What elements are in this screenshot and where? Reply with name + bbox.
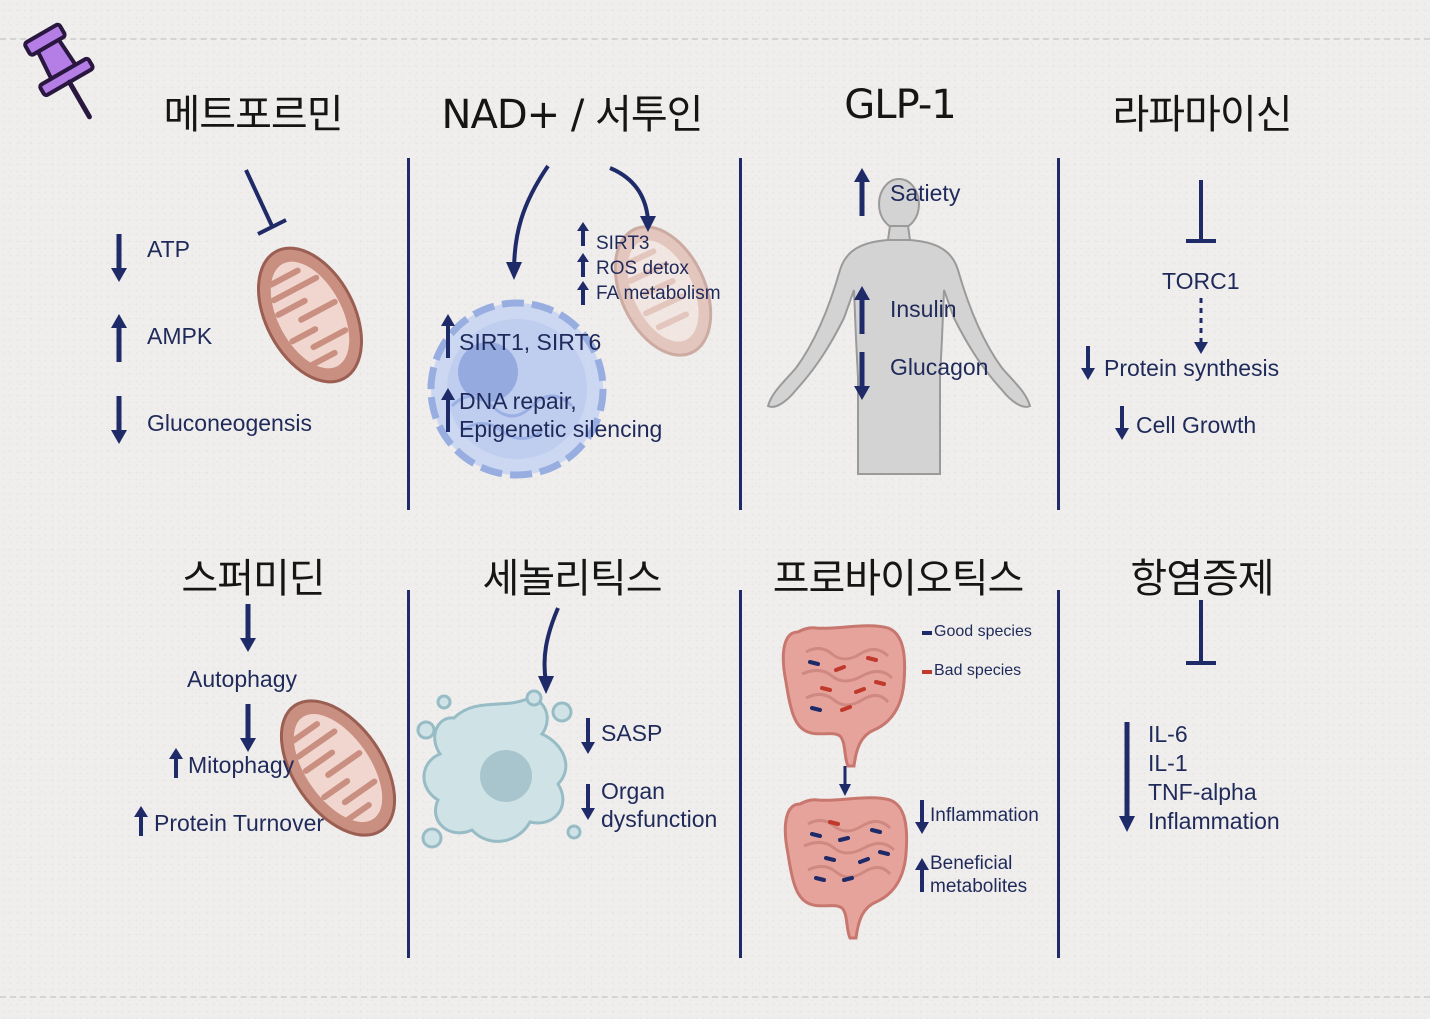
curved-arrow-to-cell [538,607,560,694]
spermidine-autophagy: Autophagy [187,666,297,692]
curved-arrow-to-mitochondrion [609,166,656,232]
mitochondrion-illustration [279,699,397,837]
rapamycin-protein-synthesis: Protein synthesis [1104,355,1280,381]
down-arrow-icon [915,800,929,834]
nucleus-illustration [427,299,607,479]
probiotics-metabolites: metabolites [930,876,1028,897]
nad-epigenetic-silencing: Epigenetic silencing [459,416,663,442]
title-metformin: 메트포르민 [163,92,344,138]
probiotics-inflammation: Inflammation [930,805,1039,826]
title-antiinflammatory: 항염증제 [1130,556,1274,602]
down-arrow-icon [111,396,127,444]
mitochondrion-faded-illustration [613,225,713,357]
pushpin-icon [23,22,95,120]
nad-sirt1-sirt6: SIRT1, SIRT6 [459,329,602,355]
glp1-insulin: Insulin [890,296,957,322]
bad-species-marker [922,670,932,674]
glp1-satiety: Satiety [890,180,961,206]
up-arrow-icon [915,858,929,892]
nad-ros-detox: ROS detox [596,258,689,279]
nad-sirt3: SIRT3 [596,233,650,254]
title-rapamycin: 라파마이신 [1112,92,1293,138]
divider-1-top [407,158,410,510]
antiinflammatory-inflammation: Inflammation [1148,808,1280,834]
divider-1-bottom [407,590,410,958]
down-arrow-icon [240,604,256,652]
probiotics-beneficial: Beneficial [930,853,1013,874]
human-body-illustration [766,178,1032,475]
inhibition-arrow-icon [1186,600,1216,665]
dashed-arrow-icon [1194,298,1208,354]
nad-fa-metabolism: FA metabolism [596,283,721,304]
title-nad-sirtuin: NAD+ / 서투인 [441,92,704,138]
senolytics-dysfunction: dysfunction [601,806,718,832]
metformin-gluconeogenesis: Gluconeogensis [147,410,312,436]
legend-bad-species: Bad species [934,662,1022,679]
senolytics-sasp: SASP [601,720,663,746]
gut-before-illustration [781,624,907,768]
down-arrow-icon [1119,722,1135,832]
divider-3-top [1057,158,1060,510]
divider-2-top [739,158,742,510]
down-arrow-icon [581,718,595,754]
down-arrow-icon [240,704,256,752]
glp1-glucagon: Glucagon [890,354,989,380]
up-arrow-icon [111,314,127,362]
antiinflammatory-il1: IL-1 [1148,750,1188,776]
bottom-guide-line [0,996,1430,998]
antiinflammatory-il6: IL-6 [1148,721,1188,747]
inhibition-arrow-icon [1186,180,1216,243]
good-species-marker [922,631,932,635]
metformin-atp: ATP [147,236,191,262]
spermidine-mitophagy: Mitophagy [188,752,295,778]
inhibition-arrow-icon [244,169,287,236]
down-arrow-icon [1081,346,1095,380]
metformin-ampk: AMPK [147,323,213,349]
up-arrow-icon [134,806,148,836]
antiinflammatory-tnf-alpha: TNF-alpha [1148,779,1257,805]
legend-good-species: Good species [934,623,1032,640]
down-arrow-icon [111,234,127,282]
up-arrow-icon [577,222,589,246]
gut-after-illustration [783,796,909,940]
curved-arrow-to-nucleus [506,164,550,280]
rapamycin-cell-growth: Cell Growth [1136,412,1257,438]
down-arrow-icon [581,784,595,820]
down-arrow-icon [1115,406,1129,440]
up-arrow-icon [441,388,455,432]
down-arrow-icon [839,766,851,796]
up-arrow-icon [577,281,589,305]
up-arrow-icon [441,314,455,358]
senescent-cell-illustration [416,689,582,849]
up-arrow-icon [169,748,183,778]
up-arrow-icon [854,286,870,334]
mitochondrion-illustration [257,246,363,384]
divider-2-bottom [739,590,742,958]
title-probiotics: 프로바이오틱스 [772,556,1025,602]
up-arrow-icon [577,253,589,277]
divider-3-bottom [1057,590,1060,958]
rapamycin-torc1: TORC1 [1162,268,1240,294]
top-guide-line [0,38,1430,40]
title-glp1: GLP-1 [844,82,956,128]
senolytics-organ: Organ [601,778,665,804]
down-arrow-icon [854,352,870,400]
title-spermidine: 스퍼미딘 [181,556,325,602]
spermidine-protein-turnover: Protein Turnover [154,810,325,836]
nad-dna-repair: DNA repair, [459,388,577,414]
title-senolytics: 세놀리틱스 [482,556,663,602]
up-arrow-icon [854,168,870,216]
